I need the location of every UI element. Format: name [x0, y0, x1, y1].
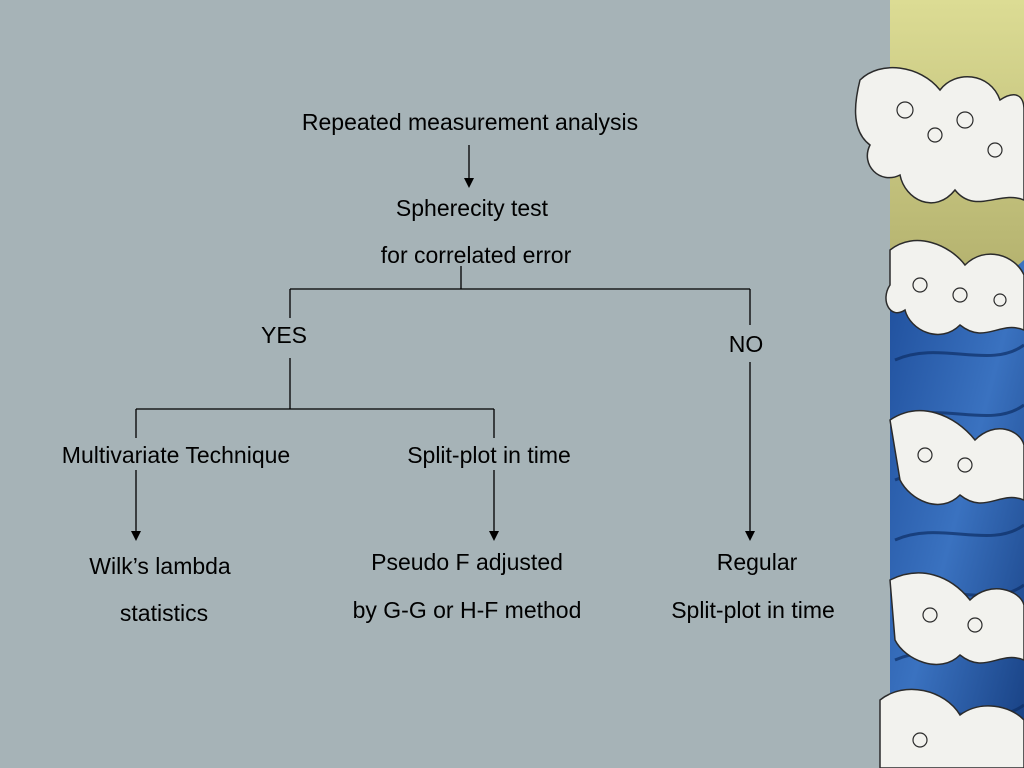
node-multivariate-technique: Multivariate Technique — [61, 442, 291, 468]
wave-foam-curls — [896, 101, 1007, 748]
node-split-plot: Split-plot in time — [407, 442, 571, 468]
node-no: NO — [728, 331, 764, 357]
node-spherecity-test-line1: Spherecity test — [395, 195, 549, 221]
node-regular-line1: Regular — [716, 549, 798, 575]
node-pseudo-f-line1: Pseudo F adjusted — [371, 549, 563, 575]
node-repeated-measurement: Repeated measurement analysis — [301, 109, 639, 135]
node-wilks-line1: Wilk’s lambda — [89, 553, 231, 579]
node-yes: YES — [260, 322, 308, 348]
node-wilks-line2: statistics — [119, 600, 209, 626]
node-spherecity-test-line2: for correlated error — [380, 242, 572, 268]
wave-foam — [854, 67, 1024, 768]
node-regular-line2: Split-plot in time — [671, 597, 835, 623]
node-pseudo-f-line2: by G-G or H-F method — [352, 597, 582, 623]
